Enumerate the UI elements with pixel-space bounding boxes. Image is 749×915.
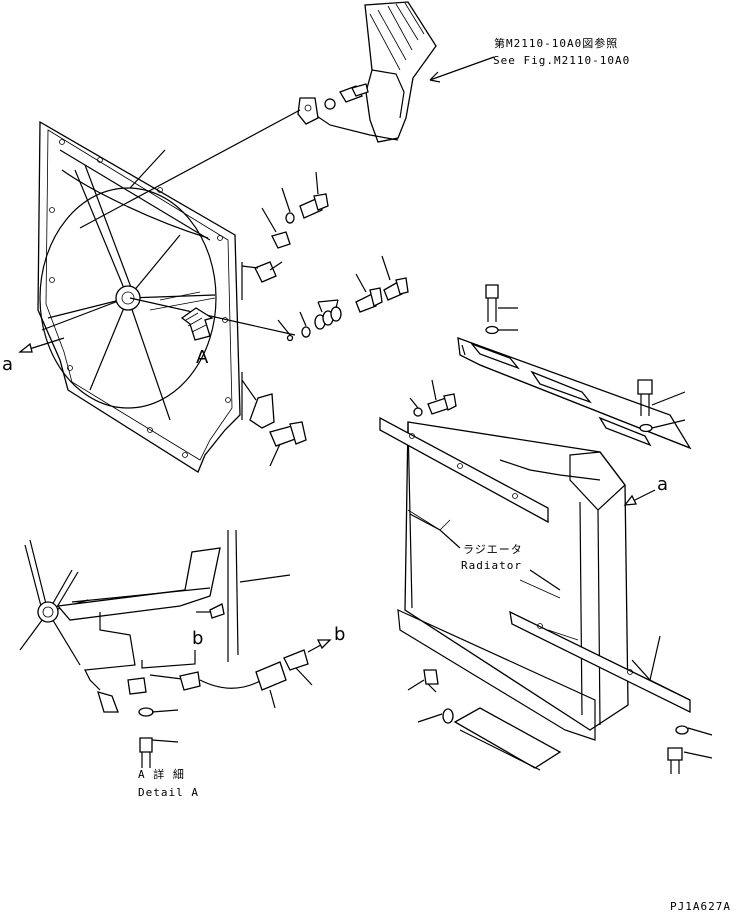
arrow-b-right-label: b — [334, 624, 345, 645]
arrow-a-right-label: a — [657, 474, 668, 495]
clamp — [241, 261, 283, 300]
radiator-core — [397, 421, 629, 741]
detail-a-label-en: Detail A — [138, 786, 199, 799]
detail-a-harness — [84, 612, 263, 717]
lower-bracket — [241, 372, 275, 429]
radiator-bottom-strip — [509, 610, 691, 714]
radiator-bottom-pad — [453, 707, 562, 771]
detail-a-sensor — [196, 603, 225, 619]
detail-a-fan — [19, 539, 221, 666]
radiator-top-pads — [470, 342, 652, 447]
radiator-label-jp: ラジエータ — [463, 543, 523, 556]
pin — [277, 319, 294, 342]
radiator-bolt-lower-left — [407, 669, 454, 724]
washer-mid — [299, 311, 311, 338]
bolt-lower — [269, 421, 307, 467]
radiator-bolt-lower-right — [667, 725, 713, 774]
shoulder-bolt — [355, 273, 383, 313]
upper-shroud-duct — [297, 1, 437, 143]
arrow-b-left-label: b — [192, 628, 203, 649]
arrow-a-left-label: a — [2, 354, 13, 375]
view-a-arrow — [180, 307, 214, 341]
drawing-code: PJ1A627A — [670, 900, 731, 913]
spring-washers — [314, 299, 342, 330]
radiator-label-en: Radiator — [461, 559, 522, 572]
radiator-bolt-top-left — [485, 284, 518, 335]
detail-a-bolt — [139, 709, 179, 768]
detail-a-label-jp: A 詳 細 — [138, 767, 185, 781]
radiator-bolt-mid — [409, 379, 457, 417]
radiator-bolt-top-right — [637, 379, 686, 433]
radiator-side-strip — [379, 416, 549, 524]
shroud-bracket — [261, 207, 291, 249]
detail-a-connector — [255, 649, 313, 709]
bolt-upper — [299, 171, 329, 219]
duct-bolt — [324, 83, 369, 110]
bolt-mid — [381, 255, 409, 301]
view-a-label: A — [196, 347, 209, 368]
reference-label-jp: 第M2110-10A0図参照 — [494, 36, 618, 50]
reference-label-en: See Fig.M2110-10A0 — [493, 54, 630, 67]
fan-shroud — [37, 120, 241, 473]
washer-upper — [281, 187, 295, 224]
